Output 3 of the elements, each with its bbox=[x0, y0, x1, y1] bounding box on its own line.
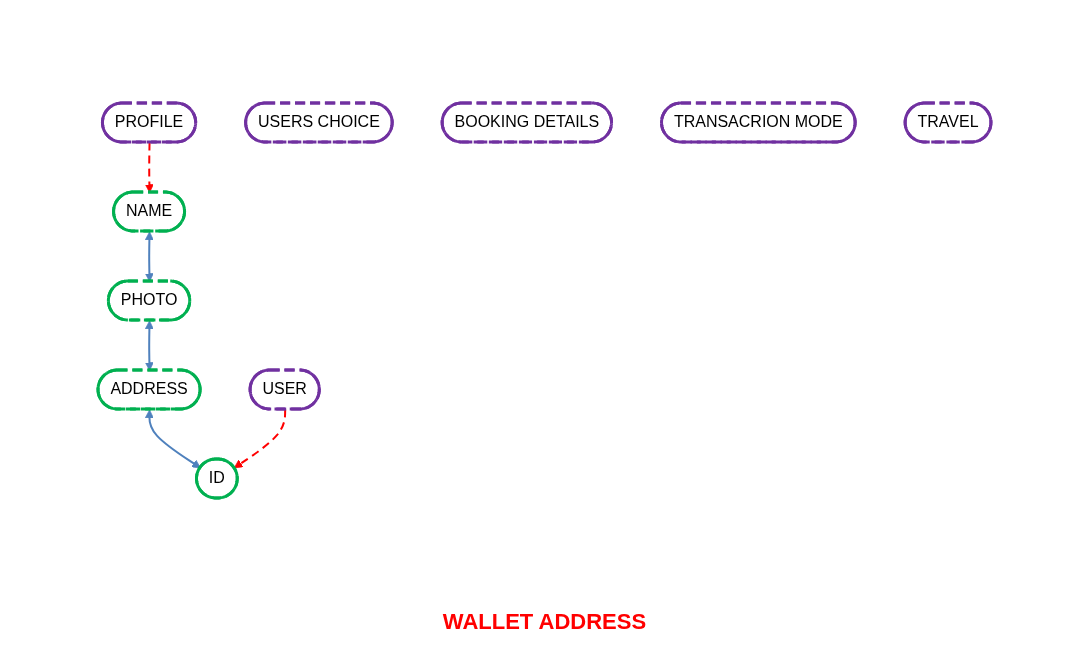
arrow bbox=[233, 408, 287, 468]
note-text: WALLET ADDRESS bbox=[442, 609, 647, 635]
arrow bbox=[145, 409, 201, 468]
